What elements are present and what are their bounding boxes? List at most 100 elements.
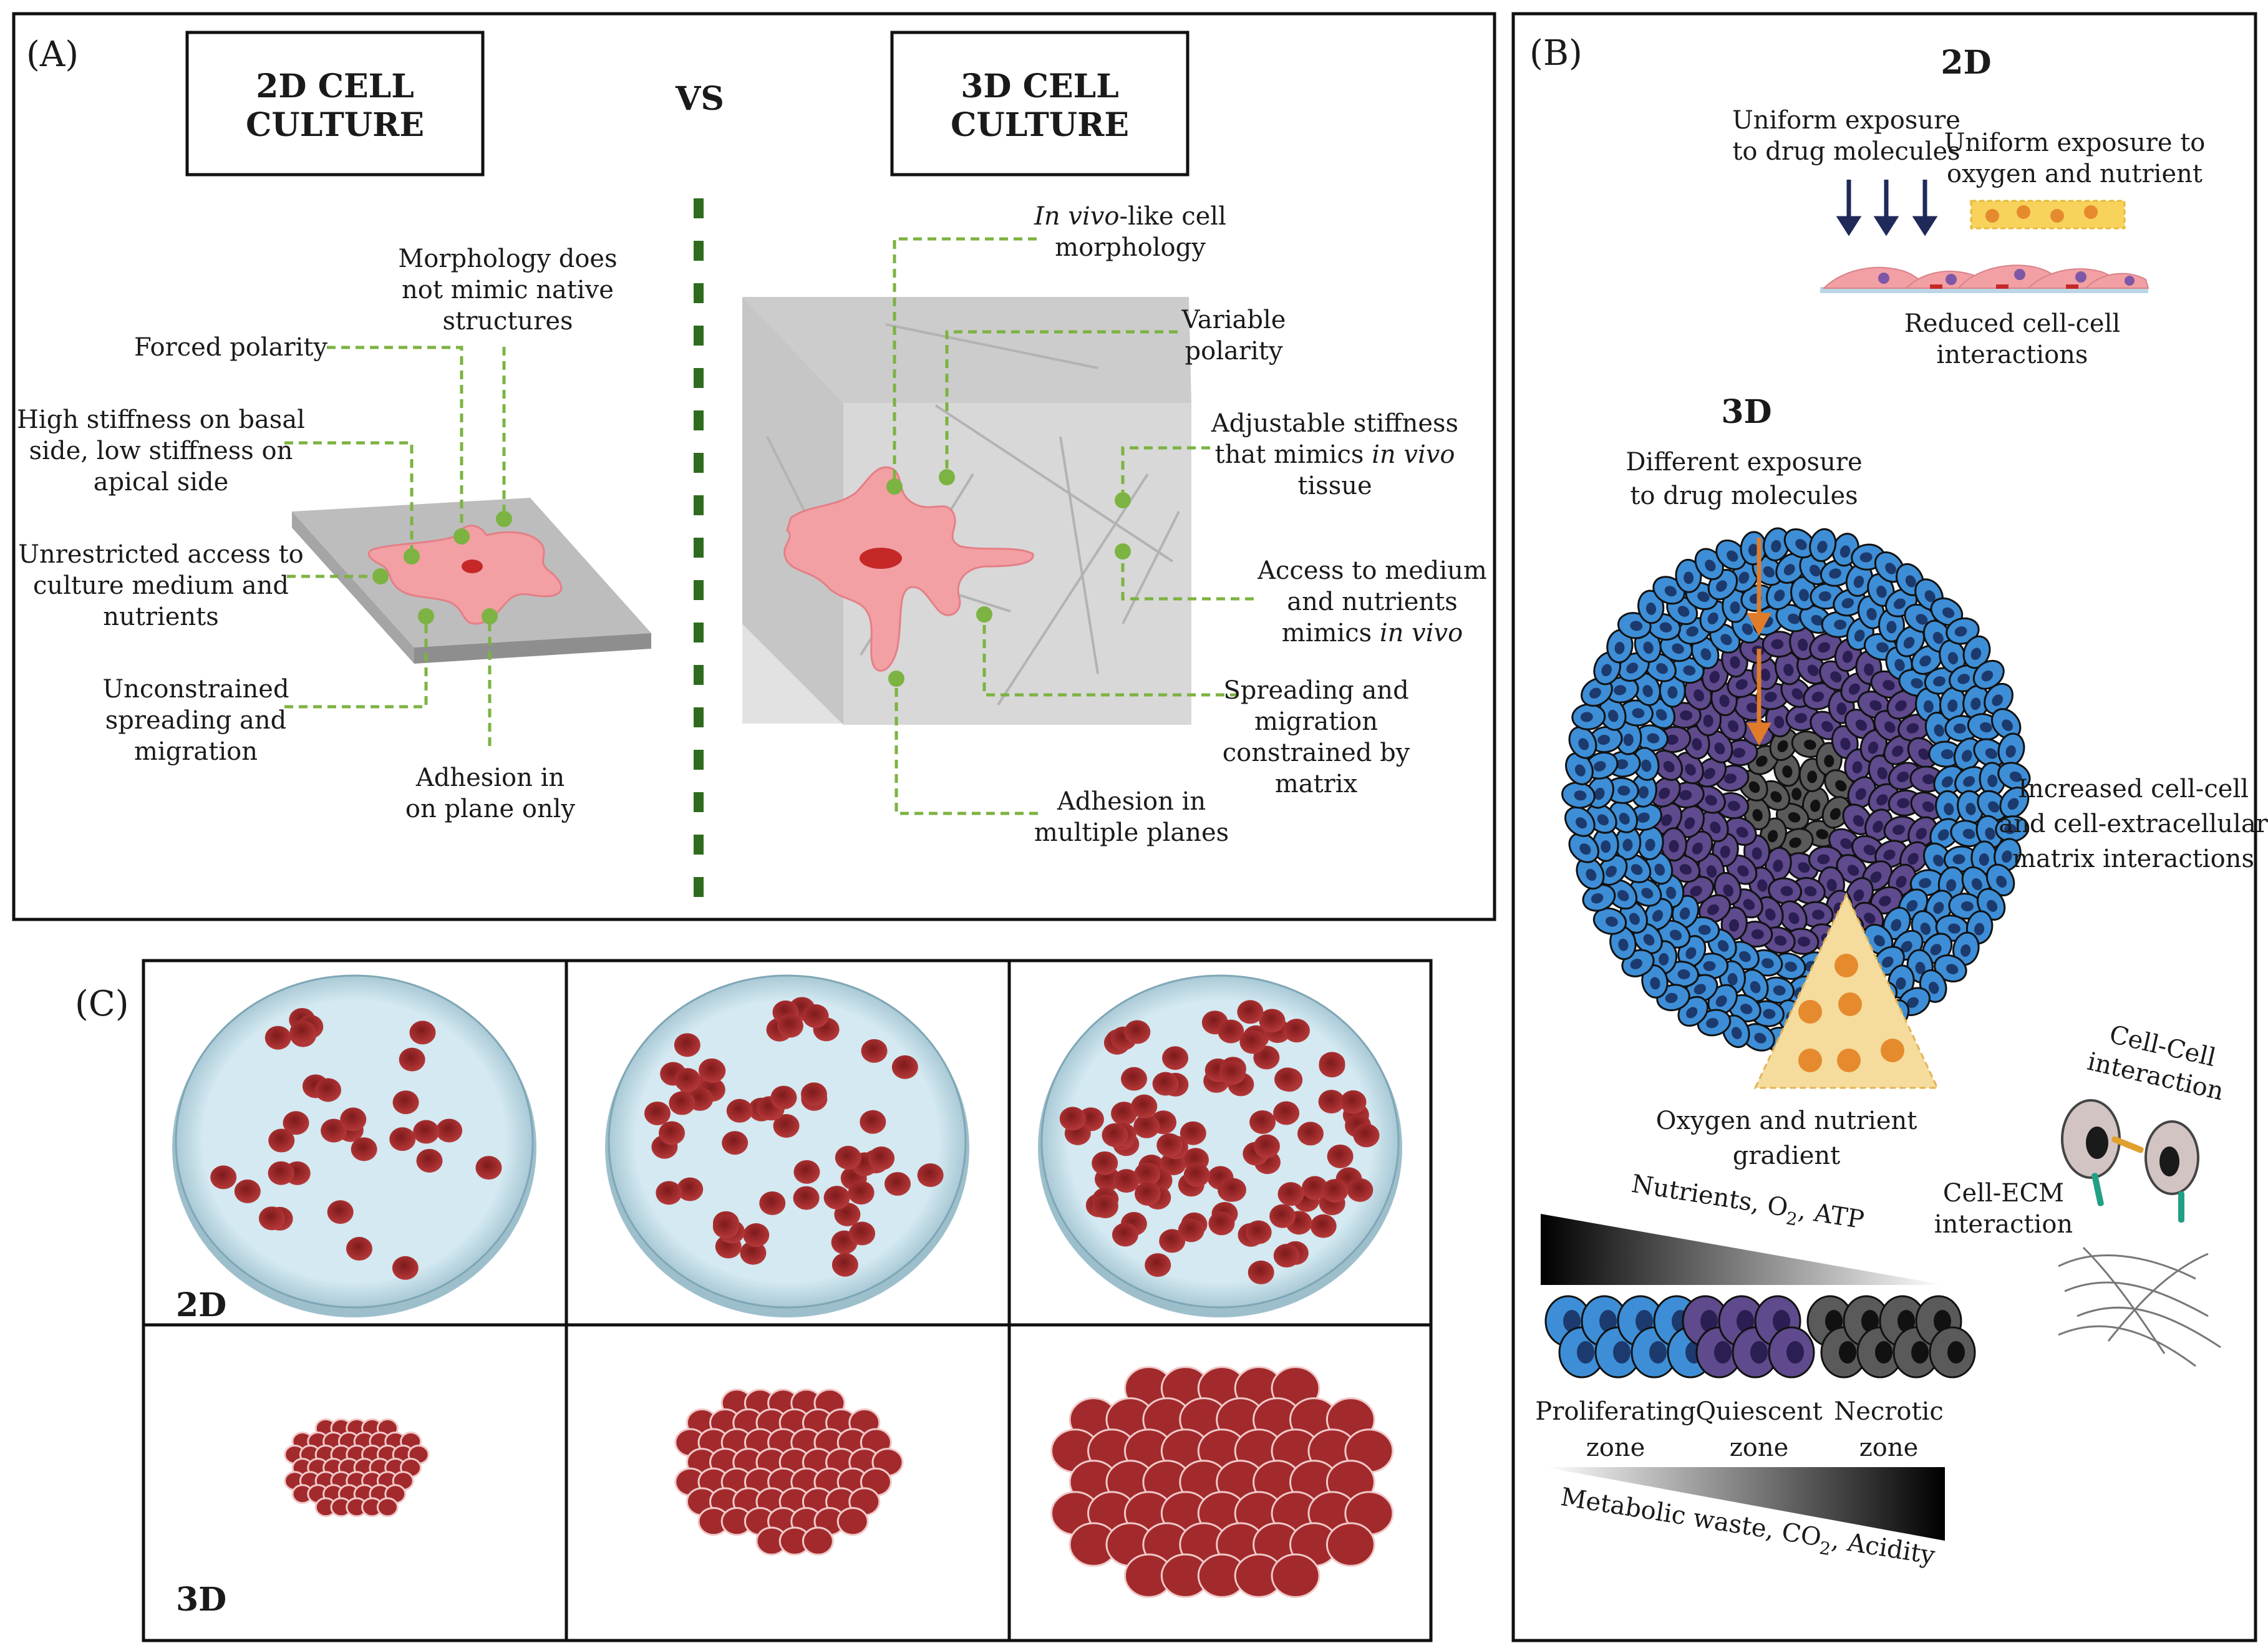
red-cell [1340,1090,1367,1114]
spheroid-cell [1630,773,1657,808]
red-cell [1269,1204,1296,1228]
leaders-3d [886,237,1254,815]
red-cell [392,1256,419,1280]
box-3d-culture [890,31,1190,177]
spheroid-cell [1675,752,1704,785]
spheroid-cell [1619,853,1652,883]
red-cell [264,1025,291,1050]
red-cell [1145,1253,1171,1277]
drug-arrows-3d [1747,538,1771,746]
spheroid-cell [1972,659,2005,690]
spheroid-cell [1809,528,1837,563]
nutrient-wedge [1541,1214,1945,1285]
red-cell [835,1145,861,1170]
petri-dish [1038,974,1402,1317]
spheroid-cell [1977,790,2008,822]
red-cell [399,1047,425,1072]
red-cell [1102,1123,1128,1147]
red-cell [315,1078,342,1102]
b-nutrients: Nutrients, O2, ATP [1629,1170,1866,1240]
red-cell [409,1020,436,1045]
spheroid-cell [1652,749,1684,781]
red-cell [712,1214,739,1239]
red-cell [699,1059,726,1083]
spheroid-cell [1606,879,1638,910]
spheroid-cell [1954,766,1987,795]
red-cell [1159,1229,1186,1253]
cluster-cell [376,1497,399,1518]
red-cell [823,1185,850,1209]
red-cell [1134,1181,1161,1206]
red-cell [831,1253,858,1277]
cell-cluster [284,1418,430,1518]
spheroid-cell [1584,752,1619,780]
red-cell [802,1004,829,1028]
spheroid-cell [1883,734,1915,765]
spheroid-cell [1999,787,2030,818]
red-cell [1113,1169,1140,1193]
spheroid-cell [1985,863,2015,896]
spheroid-cell [1723,739,1758,767]
red-cell [283,1111,309,1135]
red-cell [1353,1123,1380,1148]
box-2d-culture [185,31,485,177]
spheroid-cell [1609,926,1637,961]
red-cell [1273,1244,1300,1268]
spheroid-cell [1997,762,2031,790]
spheroid-cell [1675,558,1702,593]
red-cell [1273,1101,1300,1125]
spheroid-cell [1568,726,1597,759]
red-cell [773,1113,800,1138]
red-cell [793,1186,820,1210]
spheroid-cell [1924,667,1959,695]
spheroid-cell [1742,1023,1775,1052]
red-cell [1183,1163,1210,1187]
red-cell [1277,1182,1304,1206]
spheroid-cell [1629,878,1662,907]
spheroid-cell [1984,682,2014,715]
red-cell [1219,1178,1246,1202]
red-cell [346,1236,372,1261]
red-cell [327,1200,354,1224]
red-cell [234,1179,261,1203]
spheroid-cell [1568,832,1599,863]
spheroid-cell [1715,539,1747,570]
c-row-3d: 3D [176,1581,226,1619]
spheroid-cell [1571,703,1606,730]
spheroid-cell [1883,906,1911,940]
spheroid-cell [1763,527,1790,561]
red-cell [917,1163,944,1187]
zone-cell [1768,1326,1815,1379]
spheroid-cell [1934,954,1967,982]
spheroid-cell [1802,787,1829,822]
red-cell [669,1091,695,1115]
petri-dishes [172,974,1402,1317]
red-cell [1156,1133,1183,1157]
cluster-cell [802,1526,834,1556]
red-cell [413,1120,440,1144]
panel-a-frame [12,12,1496,921]
red-cell [659,1121,686,1145]
spheroid-cell [1564,806,1596,837]
spheroid-cell [1565,752,1594,785]
matrix-cube-3d [742,297,1191,725]
red-cell [1274,1067,1301,1092]
red-cell [1237,1000,1264,1024]
red-cell [759,1191,786,1215]
red-cell [800,1082,827,1107]
spheroid-cell [1644,898,1674,931]
red-cell [1319,1054,1345,1078]
nucleus-3d [860,548,902,569]
spheroid-cell [1660,827,1687,862]
red-cell [861,1039,888,1063]
